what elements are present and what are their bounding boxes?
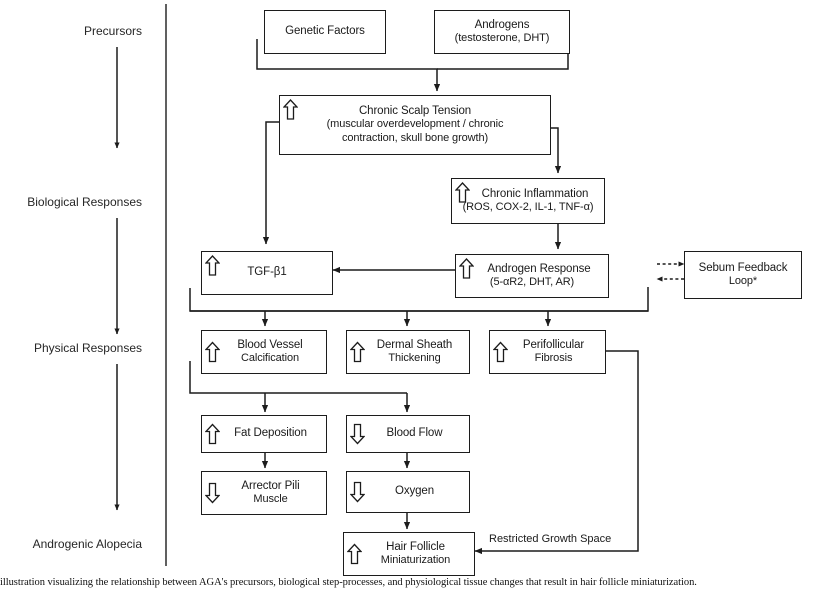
node-subtitle: Miniaturization [380,554,451,566]
node-subtitle: (testosterone, DHT) [454,32,550,44]
node-title: Perifollicular [522,338,585,351]
node-title: Oxygen [394,485,435,498]
stage-label-biological-responses: Biological Responses [27,195,142,209]
node-subtitle: Loop* [728,275,758,287]
node-subtitle: (muscular overdevelopment / chronic [326,118,504,131]
stage-label-androgenic-alopecia: Androgenic Alopecia [32,537,142,551]
bus-blood-vessel-left [189,361,407,394]
increase-arrow-icon [205,423,220,445]
node-subtitle: Thickening [388,352,441,364]
edge-label-restricted-growth-space: Restricted Growth Space [487,533,614,545]
edge-tension-to-tgf [262,121,279,245]
node-title: Hair Follicle [386,540,445,553]
node-chronic-inflammation[interactable]: Chronic Inflammation (ROS, COX-2, IL-1, … [451,178,605,224]
node-chronic-scalp-tension[interactable]: Chronic Scalp Tension (muscular overdeve… [279,95,551,155]
node-androgens[interactable]: Androgens (testosterone, DHT) [434,10,570,54]
node-fat-deposition[interactable]: Fat Deposition [201,415,327,453]
increase-arrow-icon [347,543,362,565]
increase-arrow-icon [493,341,508,363]
node-androgen-response[interactable]: Androgen Response (5-αR2, DHT, AR) [455,254,609,298]
increase-arrow-icon [455,182,470,203]
node-subtitle: Calcification [240,352,299,364]
figure-caption: illustration visualizing the relationshi… [0,577,697,588]
node-title: Androgen Response [487,262,591,275]
node-genetic-factors[interactable]: Genetic Factors [264,10,386,54]
node-title: Genetic Factors [285,25,365,38]
node-subtitle: (ROS, COX-2, IL-1, TNF-α) [462,201,594,213]
decrease-arrow-icon [205,482,220,504]
node-blood-vessel-calcification[interactable]: Blood Vessel Calcification [201,330,327,374]
node-title: Chronic Scalp Tension [358,104,472,117]
node-tgf-beta-1[interactable]: TGF-β1 [201,251,333,295]
node-title: Sebum Feedback [698,261,788,274]
edge-fibrosis-to-miniaturization [474,350,639,555]
node-sebum-feedback-loop[interactable]: Sebum Feedback Loop* [684,251,802,299]
stage-label-physical-responses: Physical Responses [33,341,142,355]
node-title: Blood Vessel [237,338,303,351]
increase-arrow-icon [205,255,220,276]
node-arrector-pili-muscle[interactable]: Arrector Pili Muscle [201,471,327,515]
node-oxygen[interactable]: Oxygen [346,471,470,513]
node-blood-flow[interactable]: Blood Flow [346,415,470,453]
edge-genetic-to-tension [256,39,441,92]
node-title: Androgens [474,18,530,31]
node-title: TGF-β1 [247,266,287,279]
node-subtitle-2: contraction, skull bone growth) [341,131,489,144]
node-dermal-sheath-thickening[interactable]: Dermal Sheath Thickening [346,330,470,374]
node-title: Fat Deposition [234,427,307,440]
node-title: Chronic Inflammation [481,187,589,200]
node-title: Arrector Pili [241,479,300,492]
node-perifollicular-fibrosis[interactable]: Perifollicular Fibrosis [489,330,606,374]
decrease-arrow-icon [350,481,365,503]
increase-arrow-icon [459,258,474,279]
node-subtitle: Fibrosis [534,352,573,364]
node-title: Blood Flow [386,427,443,440]
increase-arrow-icon [283,99,298,120]
node-hair-follicle-miniaturization[interactable]: Hair Follicle Miniaturization [343,532,475,576]
stage-label-precursors: Precursors [83,24,142,38]
node-subtitle: (5-αR2, DHT, AR) [489,276,575,288]
node-subtitle: Muscle [253,493,288,505]
increase-arrow-icon [350,341,365,363]
node-title: Dermal Sheath [376,338,453,351]
decrease-arrow-icon [350,423,365,445]
increase-arrow-icon [205,341,220,363]
edge-tension-to-inflammation [551,127,562,174]
